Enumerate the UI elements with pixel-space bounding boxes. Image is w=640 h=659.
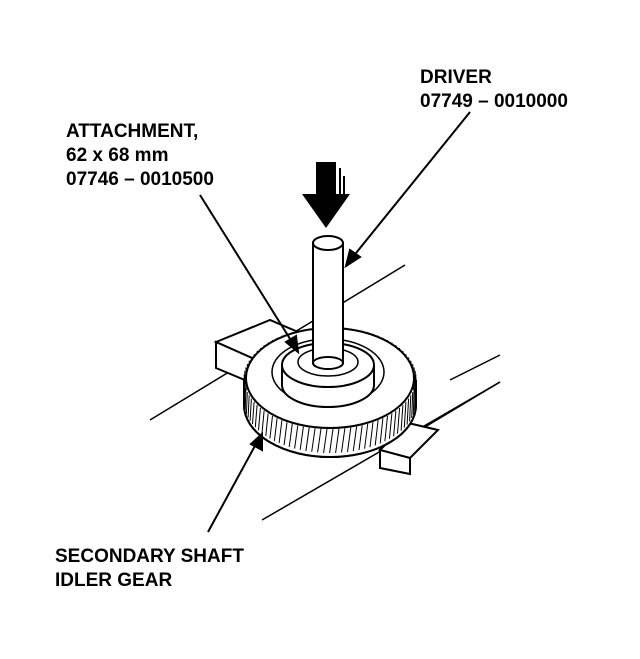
driver-leader: [352, 112, 470, 258]
gear-leader: [208, 444, 256, 532]
gear-label: SECONDARY SHAFT IDLER GEAR: [55, 545, 244, 593]
table-edge-bottom-right: [420, 382, 500, 430]
driver-part-number: 07749 – 0010000: [420, 90, 568, 114]
down-arrow-icon: [302, 162, 350, 228]
driver-shaft: [313, 243, 343, 363]
table-edge-top-right: [450, 355, 500, 380]
driver-tool: [313, 236, 343, 369]
driver-label: DRIVER 07749 – 0010000: [420, 66, 568, 114]
attachment-size: 62 x 68 mm: [66, 144, 214, 168]
gear-label-line1: SECONDARY SHAFT: [55, 545, 244, 569]
attachment-name: ATTACHMENT,: [66, 120, 214, 144]
driver-name: DRIVER: [420, 66, 568, 90]
attachment-label: ATTACHMENT, 62 x 68 mm 07746 – 0010500: [66, 120, 214, 192]
attachment-leader: [200, 195, 292, 342]
gear-label-line2: IDLER GEAR: [55, 569, 244, 593]
driver-shaft-bottom: [313, 357, 343, 369]
driver-shaft-top: [313, 236, 343, 250]
attachment-part-number: 07746 – 0010500: [66, 168, 214, 192]
